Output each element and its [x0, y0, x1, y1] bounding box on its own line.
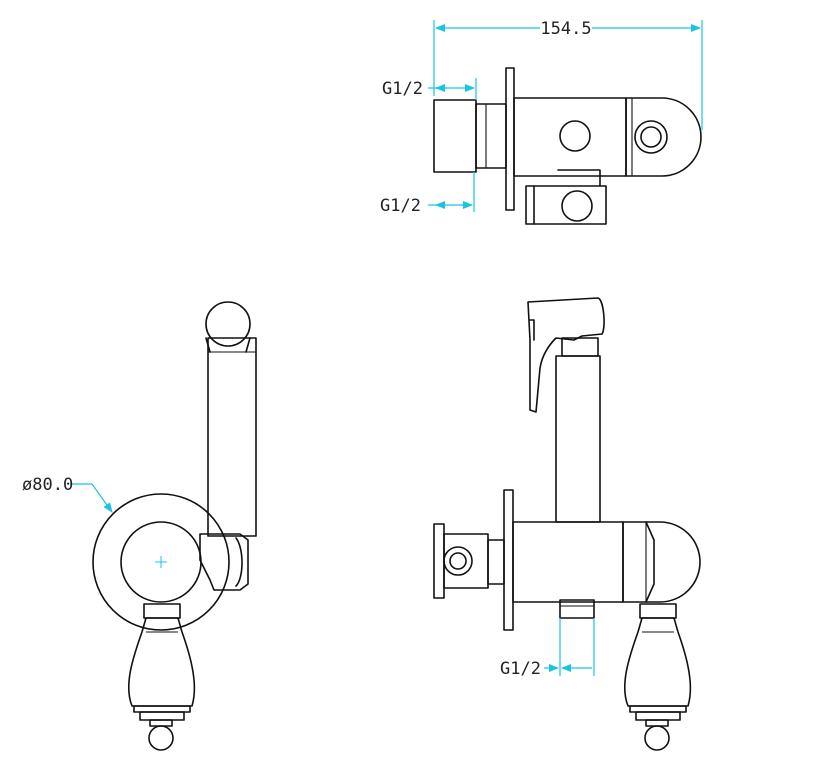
front-lever-ball [148, 725, 174, 751]
top-knob-outer [634, 120, 668, 154]
dim-inlet-2-label: G1/2 [380, 196, 421, 216]
top-holder-knob [561, 190, 593, 222]
dim-width-label: 154.5 [540, 19, 591, 39]
side-shower-head [527, 297, 605, 413]
dim-outlet-label: G1/2 [500, 659, 541, 679]
side-dome [622, 521, 701, 603]
side-outlet [559, 599, 595, 619]
side-lever-collar [639, 603, 677, 619]
top-view: 154.5 G1/2 G1/2 [380, 19, 703, 225]
side-lever-ball [644, 725, 670, 751]
side-wall-plate [503, 489, 514, 631]
top-inlet-nut [433, 99, 477, 173]
top-holder [525, 185, 607, 225]
top-body-button [559, 120, 591, 152]
side-body [512, 521, 624, 603]
front-lever-collar [143, 603, 181, 619]
front-tube [207, 337, 257, 537]
front-view: ø80.0 [22, 301, 257, 751]
top-collar [475, 103, 507, 169]
dim-diameter-label: ø80.0 [22, 475, 73, 495]
front-shower-head [205, 301, 251, 347]
front-lever-body [128, 617, 196, 707]
side-lever-body [624, 617, 692, 707]
top-dome [625, 97, 702, 177]
side-view: G1/2 [433, 297, 701, 751]
top-wall-plate [505, 67, 515, 211]
top-knob-inner [640, 126, 662, 148]
side-tube [555, 355, 601, 523]
front-holder [199, 533, 249, 591]
top-body [513, 97, 627, 177]
side-inlet-flange [433, 523, 445, 599]
front-wall-plate [92, 493, 230, 631]
dim-inlet-1-label: G1/2 [382, 79, 423, 99]
